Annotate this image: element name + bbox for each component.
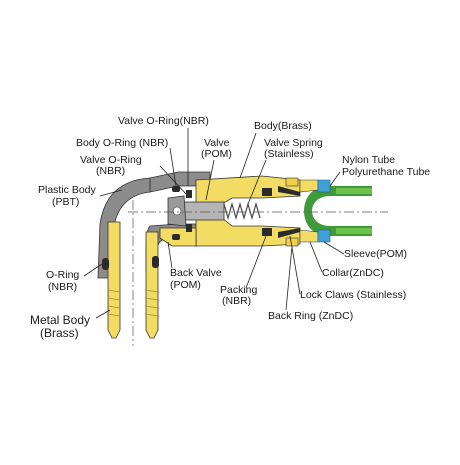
body-oring-upper: [172, 186, 180, 192]
label-sleeve: Sleeve(POM): [344, 248, 407, 260]
lock-claw-lower: [278, 228, 300, 238]
label-plastic-body-2: (PBT): [52, 196, 79, 208]
stem-oring-right: [152, 256, 159, 268]
metal-body-left-wall: [107, 221, 121, 339]
body-oring-lower: [172, 234, 180, 240]
label-back-valve-1: Back Valve: [170, 267, 222, 279]
collar-upper: [299, 179, 319, 193]
valve-oring-upper: [186, 190, 192, 198]
stem-oring-left: [102, 258, 109, 270]
tube-highlight-bottom: [336, 228, 372, 234]
collar-lower: [299, 229, 319, 243]
label-back-valve-2: (POM): [170, 279, 201, 291]
metal-body-right-wall: [145, 231, 159, 339]
label-oring-1: O-Ring: [46, 269, 79, 281]
label-valve-oring-top: Valve O-Ring(NBR): [118, 115, 209, 127]
tube-inner-bore: [312, 196, 372, 226]
label-lock-claws: Lock Claws (Stainless): [300, 289, 406, 301]
lock-claw-upper: [278, 186, 300, 196]
label-valve-spring-1: Valve Spring: [264, 137, 323, 149]
label-valve-spring-2: (Stainless): [264, 148, 314, 160]
center-lines: [128, 200, 388, 346]
valve-spring: [223, 201, 261, 221]
back-ring-upper: [285, 177, 299, 187]
tube-highlight-top: [336, 188, 372, 194]
valve-oring-lower: [186, 224, 192, 232]
back-ring-lower: [285, 237, 299, 247]
label-packing-2: (NBR): [222, 295, 251, 307]
tube: [304, 186, 372, 236]
metal-body-stem: [102, 221, 159, 339]
label-metal-body-2: (Brass): [40, 326, 79, 340]
label-plastic-body-1: Plastic Body: [38, 184, 97, 196]
label-collar: Collar(ZnDC): [322, 267, 384, 279]
labels: Valve O-Ring(NBR) Body(Brass) Body O-Rin…: [30, 115, 430, 340]
label-polyurethane-tube: Polyurethane Tube: [342, 166, 430, 178]
label-valve-oring-left-2: (NBR): [96, 165, 125, 177]
label-valve-oring-left-1: Valve O-Ring: [80, 154, 142, 166]
label-oring-2: (NBR): [48, 281, 77, 293]
sleeve-upper: [317, 179, 331, 193]
valve-head-hole: [172, 206, 182, 216]
brass-body: [159, 175, 301, 247]
label-metal-body-1: Metal Body: [30, 313, 90, 327]
sleeve-lower: [317, 229, 331, 243]
label-valve-1: Valve: [204, 137, 230, 149]
valve-assembly: [167, 186, 261, 240]
label-back-ring: Back Ring (ZnDC): [268, 310, 353, 322]
label-packing-1: Packing: [220, 284, 258, 296]
thread-marks: [107, 289, 159, 317]
sleeve: [317, 179, 331, 243]
label-nylon-tube: Nylon Tube: [342, 154, 395, 166]
packing-lower: [262, 228, 272, 236]
packing-upper: [262, 188, 272, 196]
label-body-oring: Body O-Ring (NBR): [76, 137, 168, 149]
label-valve-2: (POM): [201, 148, 232, 160]
label-body-brass: Body(Brass): [254, 120, 312, 132]
